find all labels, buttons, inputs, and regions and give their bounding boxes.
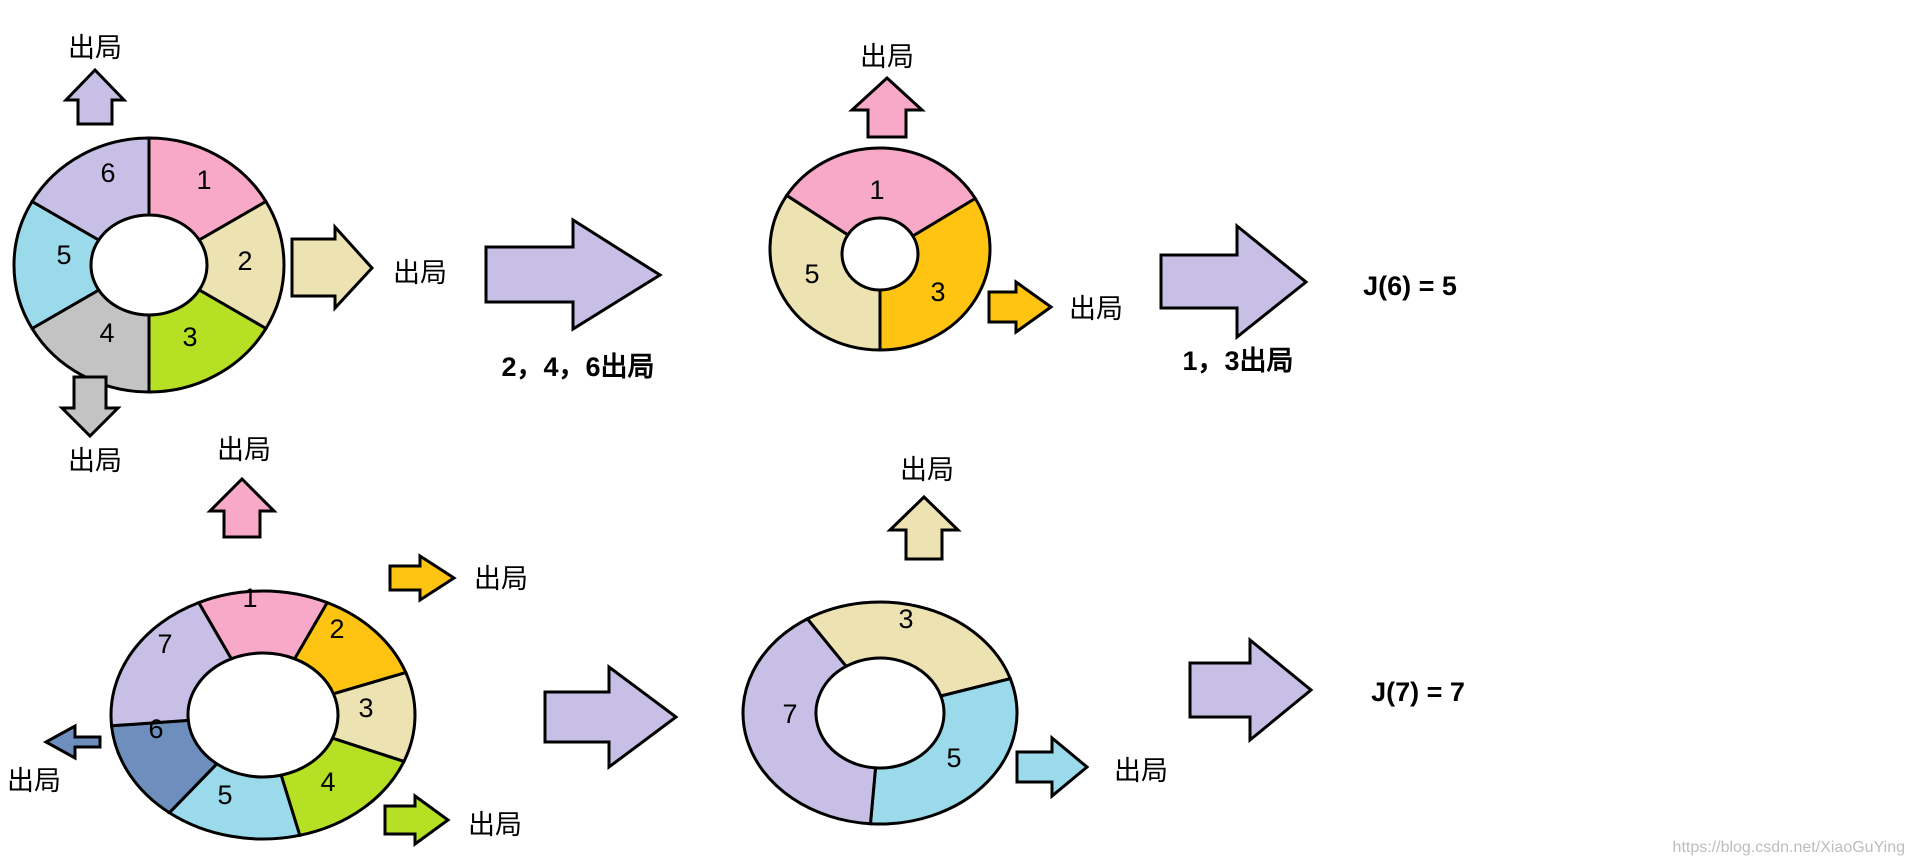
exit-arrow-3-top: 出局 <box>987 279 1123 335</box>
ring-bottom-1-label-7: 7 <box>157 629 172 659</box>
ring-bottom-1-label-2: 2 <box>329 614 344 644</box>
ring-top-1-segment-4 <box>30 287 151 394</box>
ring-bottom-2-segments <box>741 600 1019 826</box>
ring-bottom-2-label-3: 3 <box>898 604 913 634</box>
ring-bottom-1-segments <box>109 589 417 841</box>
ring-top-2-label-1: 1 <box>869 175 884 205</box>
ring-bottom-1-segment-7 <box>109 600 234 728</box>
ring-top-1-segments <box>12 136 286 394</box>
result-j7: J(7) = 7 <box>1371 677 1465 707</box>
ring-bottom-1-label-6: 6 <box>148 714 163 744</box>
ring-top-1-label-2: 2 <box>237 246 252 276</box>
exit-arrow-3-bottom: 出局 <box>886 455 962 561</box>
ring-bottom-2-label-7: 7 <box>782 699 797 729</box>
ring-top-1-segment-1 <box>147 136 268 243</box>
step-arrow-top-2: 1，3出局 <box>1159 222 1309 376</box>
ring-bottom-1-label-4: 4 <box>320 767 335 797</box>
step-caption: 2，4，6出局 <box>501 352 654 382</box>
ring-top-1: 6 1 2 3 4 5 <box>12 136 286 394</box>
step-arrow-bottom-1 <box>543 664 679 770</box>
exit-label: 出局 <box>68 446 122 476</box>
exit-label: 出局 <box>1114 756 1168 786</box>
ring-bottom-2-segment-7 <box>741 616 878 826</box>
ring-bottom-1-label-5: 5 <box>217 780 232 810</box>
ring-top-1-label-5: 5 <box>56 240 71 270</box>
exit-label: 出局 <box>860 42 914 72</box>
ring-bottom-1-label-3: 3 <box>358 693 373 723</box>
exit-arrow-2-bottom: 出局 <box>388 553 528 603</box>
ring-bottom-2-segment-5 <box>868 676 1019 826</box>
ring-top-1-segment-6 <box>30 136 151 243</box>
ring-top-1-segment-3 <box>147 287 268 394</box>
exit-arrow-2: 出局 <box>290 223 447 312</box>
ring-bottom-1: 1 2 3 4 5 6 7 <box>109 583 417 841</box>
exit-label: 出局 <box>474 564 528 594</box>
ring-bottom-1-label-1: 1 <box>242 583 257 613</box>
ring-top-2-label-3: 3 <box>930 277 945 307</box>
ring-top-1-segment-2 <box>197 199 286 331</box>
exit-label: 出局 <box>217 435 271 465</box>
result-j6: J(6) = 5 <box>1363 271 1457 301</box>
ring-bottom-2-segment-3 <box>805 600 1013 698</box>
exit-arrow-6-bottom: 出局 <box>7 723 102 796</box>
step-arrow-top-1: 2，4，6出局 <box>484 217 663 382</box>
ring-top-1-label-3: 3 <box>182 322 197 352</box>
exit-arrow-6: 出局 <box>62 33 128 126</box>
exit-label: 出局 <box>1069 294 1123 324</box>
exit-label: 出局 <box>468 810 522 840</box>
ring-top-2-segment-1 <box>784 146 978 239</box>
ring-top-2-segments <box>768 146 992 352</box>
exit-arrow-4: 出局 <box>58 375 122 476</box>
ring-top-1-label-4: 4 <box>99 318 114 348</box>
ring-bottom-2: 3 5 7 <box>741 600 1019 826</box>
exit-arrow-1-bottom: 出局 <box>206 435 278 539</box>
ring-top-2-label-5: 5 <box>804 259 819 289</box>
step-caption-2: 1，3出局 <box>1182 346 1293 376</box>
exit-arrow-4-bottom: 出局 <box>383 793 522 847</box>
exit-label: 出局 <box>900 455 954 485</box>
exit-label: 出局 <box>7 766 61 796</box>
watermark: https://blog.csdn.net/XiaoGuYing <box>1673 839 1905 856</box>
ring-top-1-label-1: 1 <box>196 165 211 195</box>
ring-top-1-label-6: 6 <box>100 158 115 188</box>
step-arrow-bottom-2 <box>1188 636 1314 744</box>
exit-arrow-1-top: 出局 <box>848 42 926 139</box>
ring-top-2-segment-3 <box>878 196 992 352</box>
exit-label: 出局 <box>393 258 447 288</box>
ring-top-1-segment-5 <box>12 199 101 331</box>
exit-arrow-5-bottom: 出局 <box>1015 734 1168 800</box>
exit-label: 出局 <box>68 33 122 63</box>
ring-top-2-segment-5 <box>768 193 882 352</box>
ring-top-2: 1 3 5 <box>768 146 992 352</box>
ring-bottom-2-label-5: 5 <box>946 743 961 773</box>
